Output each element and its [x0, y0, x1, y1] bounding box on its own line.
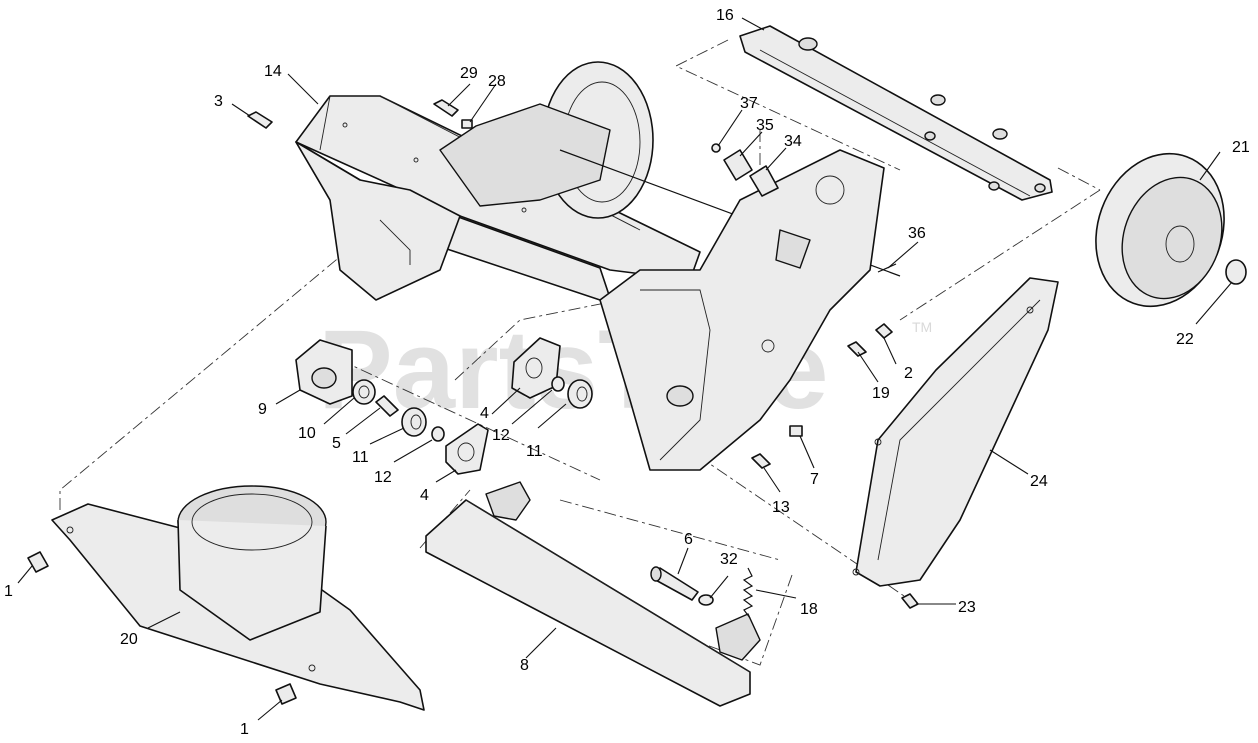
part-19-bolt[interactable]: [847, 341, 867, 357]
part-7-nut[interactable]: [789, 425, 803, 437]
part-3-bolt[interactable]: [247, 111, 273, 129]
part-23-bolt[interactable]: [901, 593, 919, 609]
callout-7: 7: [810, 471, 819, 488]
callout-14: 14: [264, 63, 282, 80]
callout-6: 6: [684, 531, 693, 548]
leader-lines: [17, 17, 1233, 721]
callout-28: 28: [488, 73, 506, 90]
callout-19: 19: [872, 385, 890, 402]
callout-35: 35: [756, 117, 774, 134]
part-28-nut[interactable]: [461, 119, 473, 129]
part-21-wheel[interactable]: [1075, 135, 1245, 324]
callout-4-upper: 4: [480, 405, 489, 422]
part-29-bolt[interactable]: [433, 99, 459, 117]
part-18-spring[interactable]: [742, 567, 754, 619]
callout-5: 5: [332, 435, 341, 452]
callout-18: 18: [800, 601, 818, 618]
part-4-flange-upper[interactable]: [511, 337, 561, 399]
part-8-scraper-bar[interactable]: [425, 481, 761, 707]
upper-wheel: [439, 61, 901, 277]
callout-37: 37: [740, 95, 758, 112]
callout-13: 13: [772, 499, 790, 516]
callout-labels: 1 1 2 3 4 4 5 6 7 8 9 10 11 11 12 12 13 …: [4, 7, 1250, 738]
callout-10: 10: [298, 425, 316, 442]
callout-1-bottom: 1: [240, 721, 249, 738]
part-13-bolt[interactable]: [751, 453, 771, 469]
part-16-handle-bracket[interactable]: [739, 25, 1053, 201]
callout-32: 32: [720, 551, 738, 568]
callout-11-left: 11: [352, 449, 369, 466]
part-1-clip-bottom[interactable]: [275, 683, 297, 705]
part-9-bearing-housing[interactable]: [295, 339, 353, 405]
callout-12-lower: 12: [374, 469, 392, 486]
callout-9: 9: [258, 401, 267, 418]
right-side-panel[interactable]: [599, 149, 885, 471]
part-24-belt-cover[interactable]: [852, 277, 1059, 587]
part-22-wheel-cap[interactable]: [1225, 259, 1247, 285]
part-1-clip-left[interactable]: [27, 551, 49, 573]
callout-34: 34: [784, 133, 802, 150]
callout-11-right: 11: [526, 443, 543, 460]
callout-12-upper: 12: [492, 427, 510, 444]
callout-21: 21: [1232, 139, 1250, 156]
part-36-screw[interactable]: [877, 263, 897, 273]
callout-16: 16: [716, 7, 734, 24]
part-35-bracket[interactable]: [723, 149, 753, 181]
part-10-washer[interactable]: [352, 379, 376, 405]
part-4-flange-lower[interactable]: [445, 423, 489, 475]
part-12-ring-left[interactable]: [431, 426, 445, 442]
callout-23: 23: [958, 599, 976, 616]
callout-24: 24: [1030, 473, 1048, 490]
callout-29: 29: [460, 65, 478, 82]
callout-22: 22: [1176, 331, 1194, 348]
part-20-chute-base[interactable]: [51, 485, 425, 711]
part-5-bushing[interactable]: [375, 395, 399, 417]
part-34-plate[interactable]: [749, 165, 779, 197]
part-6-pin[interactable]: [650, 566, 699, 601]
part-12-ring-right[interactable]: [551, 376, 565, 392]
part-2-bolt[interactable]: [875, 323, 893, 339]
part-32-washer[interactable]: [698, 594, 714, 606]
part-11-bearing-right[interactable]: [567, 379, 593, 409]
part-11-bearing-left[interactable]: [401, 407, 427, 437]
watermark-trademark: TM: [912, 319, 932, 335]
callout-2: 2: [904, 365, 913, 382]
callout-36: 36: [908, 225, 926, 242]
callout-8: 8: [520, 657, 529, 674]
callout-4-lower: 4: [420, 487, 429, 504]
callout-20: 20: [120, 631, 138, 648]
callout-3: 3: [214, 93, 223, 110]
callout-1-left: 1: [4, 583, 13, 600]
